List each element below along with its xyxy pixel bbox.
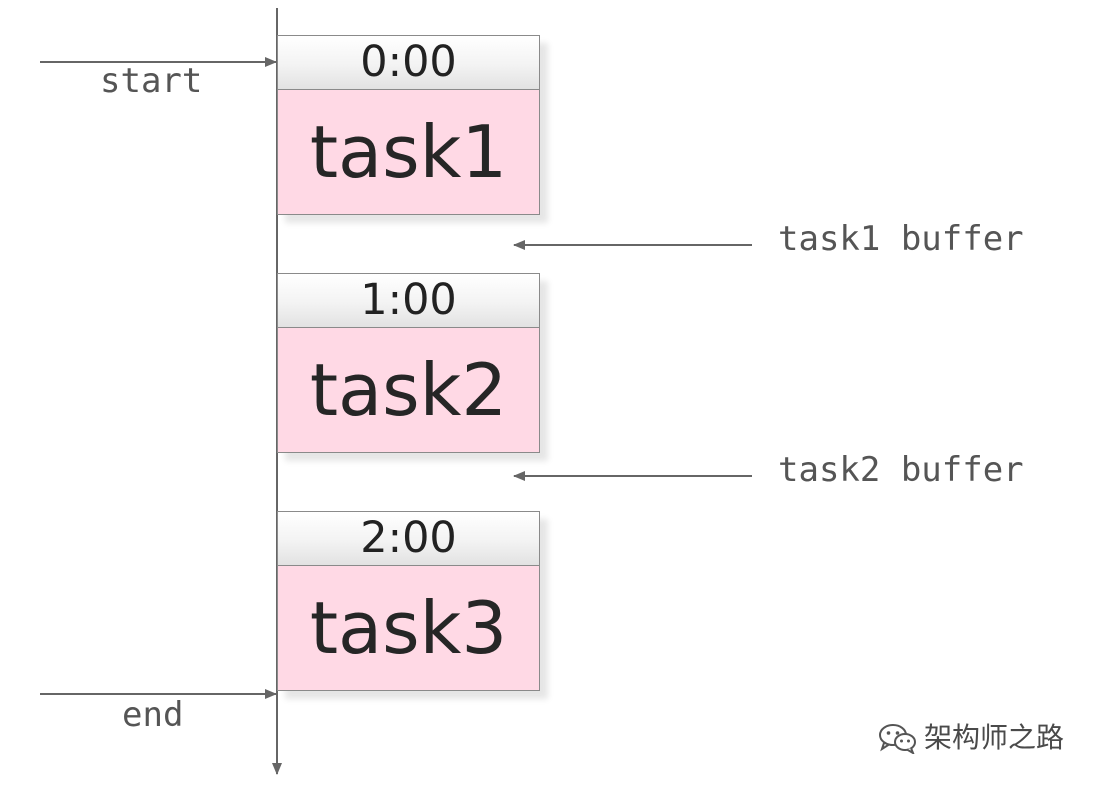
task-time: 2:00 [277,511,540,566]
end-label: end [122,695,184,735]
task-time: 1:00 [277,273,540,328]
task2-buffer-label: task2 buffer [778,450,1024,490]
watermark: 架构师之路 [878,722,1064,754]
task-card-3: 2:00 task3 [277,511,540,691]
task-name: task2 [277,328,540,453]
task-card-1: 0:00 task1 [277,35,540,215]
task1-buffer-label: task1 buffer [778,219,1024,259]
wechat-icon [879,724,916,754]
start-label: start [100,61,203,101]
task-name: task1 [277,90,540,215]
task-card-2: 1:00 task2 [277,273,540,453]
task-time: 0:00 [277,35,540,90]
watermark-text: 架构师之路 [924,721,1065,754]
task-name: task3 [277,566,540,691]
